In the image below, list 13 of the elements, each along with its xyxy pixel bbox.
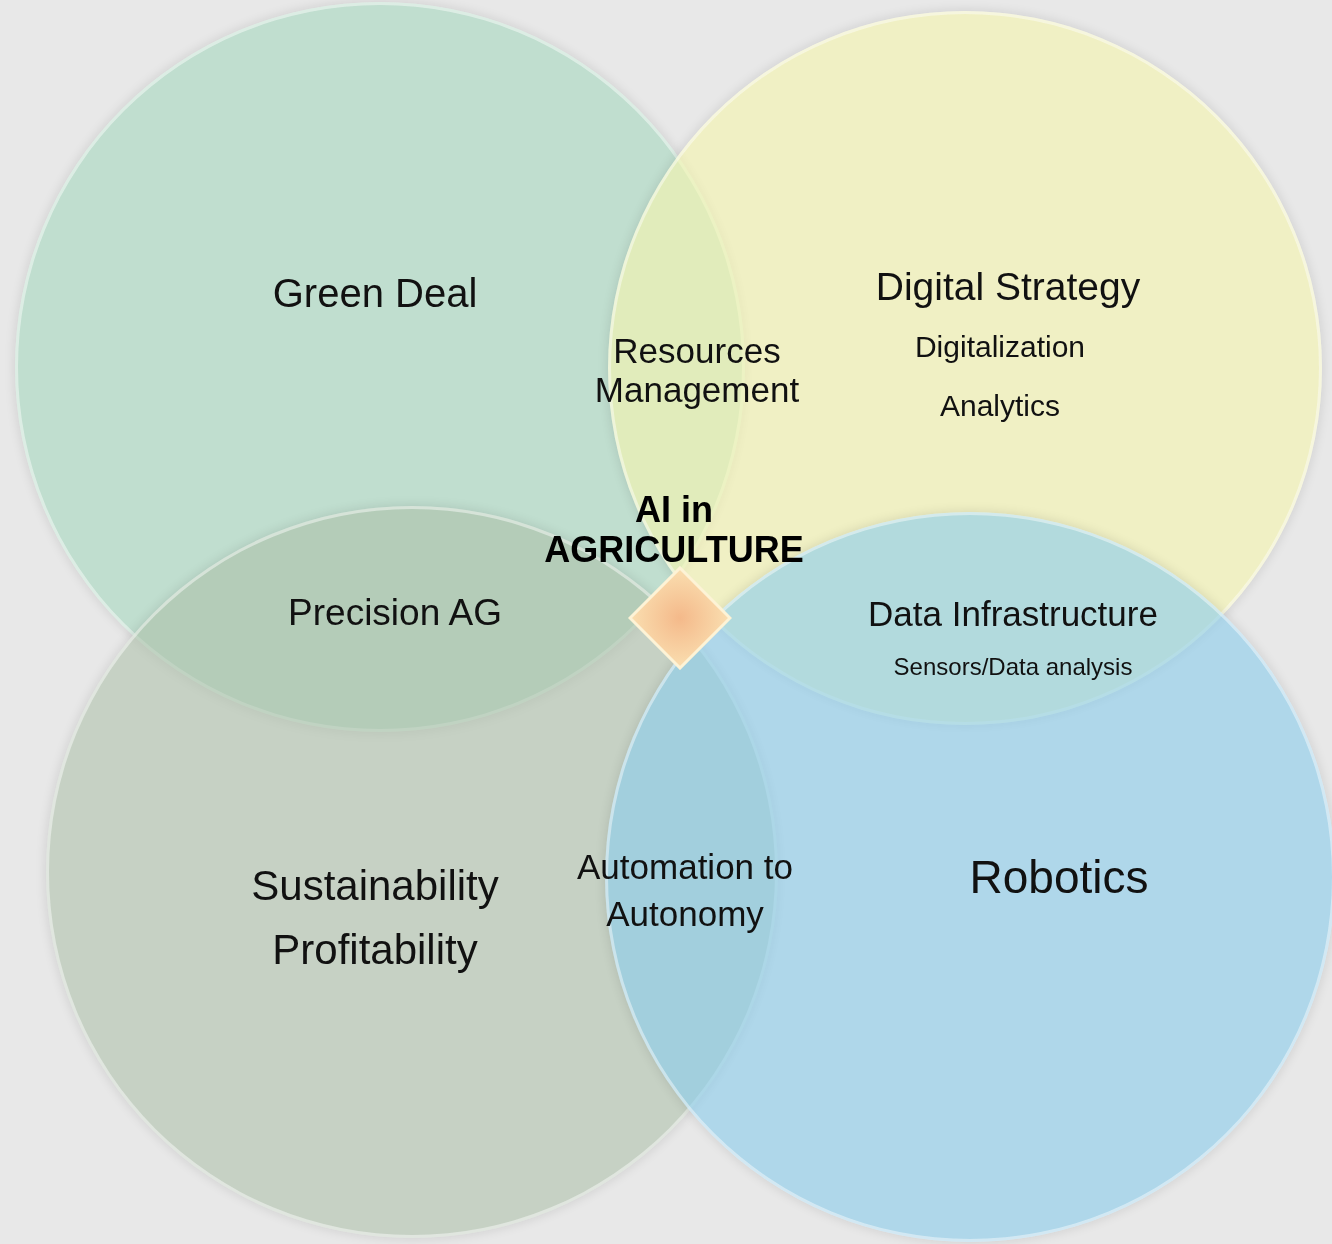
circle-label: Profitability xyxy=(272,924,478,975)
circle-label: Digital Strategy xyxy=(875,263,1141,310)
overlap-label: AI in AGRICULTURE xyxy=(543,490,805,570)
circle-label: Digitalization xyxy=(914,328,1086,365)
circle-label: Green Deal xyxy=(272,270,478,317)
circle-label: Robotics xyxy=(969,849,1149,905)
circle-label: Sustainability xyxy=(251,860,499,911)
overlap-label: Resources Management xyxy=(593,330,801,410)
circle-label: Analytics xyxy=(940,387,1060,424)
overlap-label: Precision AG xyxy=(288,591,502,636)
overlap-label: Sensors/Data analysis xyxy=(893,652,1133,682)
overlap-label: Automation to Autonomy xyxy=(576,845,794,935)
overlap-label: Data Infrastructure xyxy=(868,592,1158,635)
